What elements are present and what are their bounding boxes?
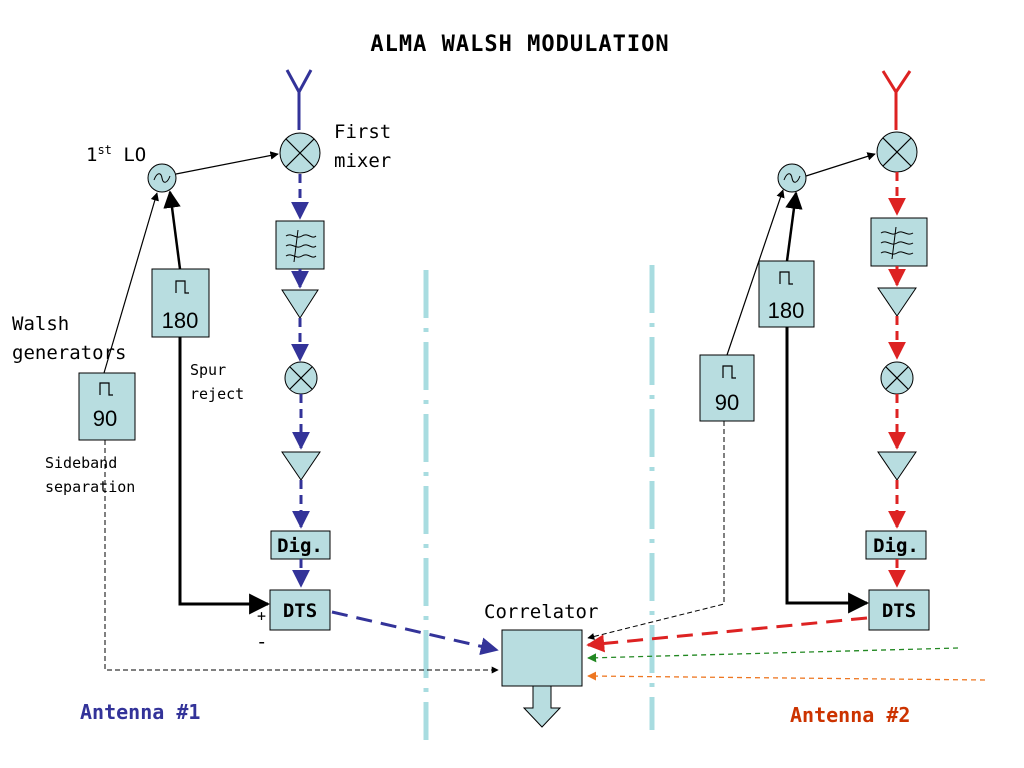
sideband-label-1: Sideband	[45, 454, 117, 472]
antenna-1-label: Antenna #1	[80, 700, 200, 724]
lo-2-to-mixer	[805, 152, 876, 177]
lo-1-to-mixer	[175, 151, 279, 175]
svg-text:DTS: DTS	[882, 600, 916, 622]
spur-label-1: Spur	[190, 361, 226, 379]
filter-2-icon	[870, 217, 928, 267]
svg-text:90: 90	[715, 390, 739, 415]
svg-text:Dig.: Dig.	[277, 535, 323, 557]
first-mixer-2-icon	[876, 131, 918, 173]
antenna-2-label: Antenna #2	[790, 703, 910, 727]
dts-2: DTS	[868, 589, 930, 631]
other-antenna-input-orange	[587, 671, 986, 681]
walsh-label-1: Walsh	[12, 313, 69, 335]
svg-text:Dig.: Dig.	[873, 535, 919, 557]
amplifier-2a-icon	[877, 287, 917, 317]
svg-text:DTS: DTS	[283, 600, 317, 622]
dts-1-to-correlator	[331, 610, 499, 656]
first-mixer-label-2: mixer	[334, 150, 391, 172]
first-mixer-label-1: First	[334, 121, 391, 143]
walsh-180-1: 180	[151, 268, 210, 338]
digitizer-1: Dig.	[270, 530, 331, 560]
digitizer-2: Dig.	[865, 530, 927, 560]
walsh-90-1: 90	[78, 372, 136, 441]
amplifier-2b-icon	[877, 451, 917, 481]
antenna-1-chain: Dig. DTS + - 180 90	[78, 69, 499, 674]
filter-1-icon	[275, 220, 325, 270]
walsh-180-2-to-dts	[785, 327, 870, 614]
second-mixer-1-icon	[284, 361, 318, 395]
lo-1-icon	[147, 163, 177, 193]
spur-label-2: reject	[190, 385, 244, 403]
minus-label: -	[256, 631, 267, 653]
lo-2-icon	[777, 163, 807, 193]
sideband-label-2: separation	[45, 478, 135, 496]
antenna-2-icon	[881, 70, 912, 130]
walsh-90-2-to-correlator	[587, 421, 725, 640]
svg-text:180: 180	[768, 298, 805, 323]
walsh-90-1-to-correlator	[104, 440, 499, 674]
dts-1: DTS	[269, 589, 331, 631]
diagram-title: ALMA WALSH MODULATION	[370, 32, 669, 57]
antenna-1-icon	[285, 69, 313, 130]
antenna-2-chain: Dig. DTS 180 90	[586, 70, 930, 653]
correlator-output-arrow-icon	[522, 685, 562, 728]
dts-2-to-correlator	[586, 616, 868, 653]
second-mixer-2-icon	[880, 361, 914, 395]
svg-text:90: 90	[93, 406, 117, 431]
correlator-label: Correlator	[484, 601, 598, 623]
correlator-box	[501, 629, 583, 687]
first-lo-label: 1st LO	[86, 143, 146, 166]
plus-label: +	[257, 607, 266, 625]
amplifier-1a-icon	[281, 289, 319, 319]
first-mixer-1-icon	[279, 132, 321, 174]
walsh-90-2: 90	[699, 354, 755, 422]
correlator	[501, 629, 583, 728]
svg-text:180: 180	[162, 308, 199, 333]
walsh-180-1-to-dts	[178, 337, 271, 615]
walsh-label-2: generators	[12, 342, 126, 364]
other-antenna-input-green	[587, 647, 959, 663]
walsh-180-2: 180	[758, 260, 815, 328]
amplifier-1b-icon	[281, 451, 321, 481]
